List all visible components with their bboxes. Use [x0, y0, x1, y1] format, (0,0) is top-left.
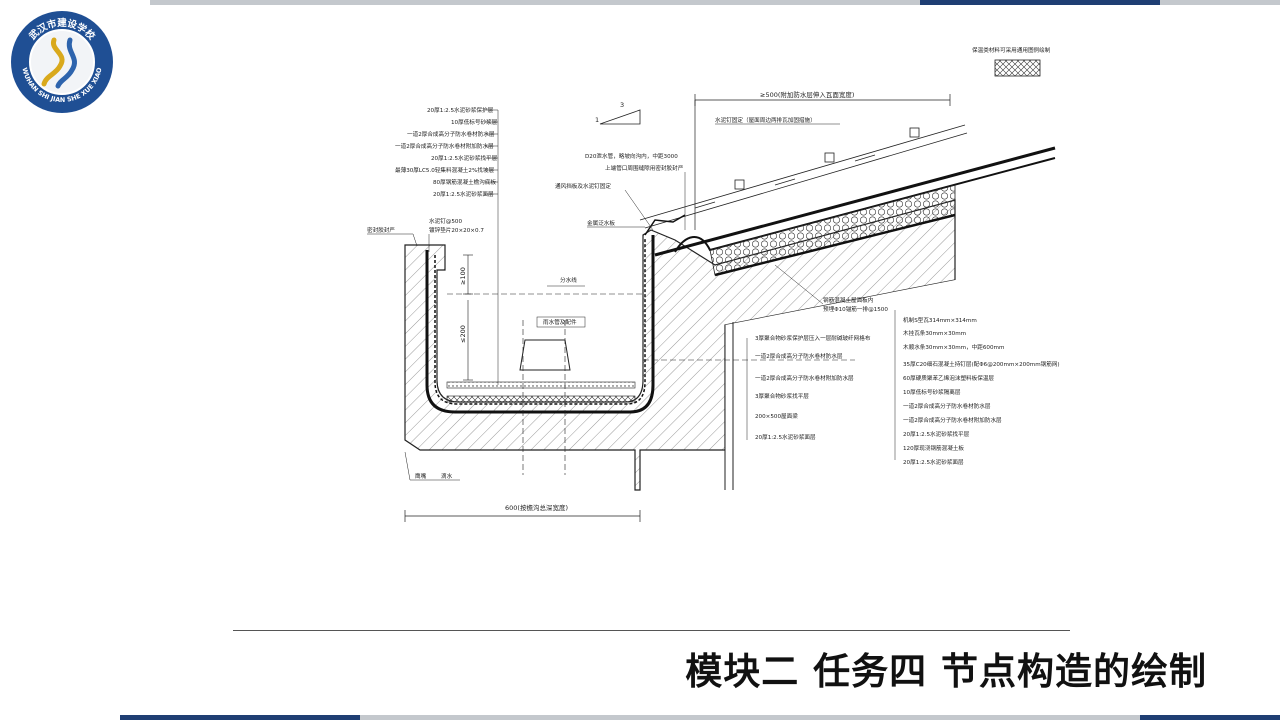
right-b-layer-5: 60厚硬质聚苯乙烯泡沫塑料板保温层 — [903, 374, 994, 382]
insulation-legend-swatch — [994, 59, 1041, 77]
callout-outlet: 雨水管及配件 — [543, 318, 577, 326]
callout-flashing: 金属泛水板 — [587, 219, 615, 227]
callout-sealant: 密封胶封严 — [367, 226, 395, 234]
right-b-layer-7: 一道2厚合成高分子防水卷材防水层 — [903, 402, 991, 410]
right-b-layer-10: 120厚现浇钢筋混凝土板 — [903, 444, 964, 452]
bottom-stripe-navy — [120, 715, 360, 720]
callout-nail: 水泥钉@500 — [429, 217, 462, 225]
right-b-layer-2: 木挂瓦条30mm×30mm — [903, 329, 966, 337]
right-a-layer-4: 3厚聚合物砂浆找平层 — [755, 392, 809, 400]
right-b-layer-8: 一道2厚合成高分子防水卷材附加防水层 — [903, 416, 1002, 424]
right-b-layer-3: 木顺水条30mm×30mm，中距600mm — [903, 343, 1004, 351]
right-a-layer-5: 200×500屋面梁 — [755, 412, 798, 420]
title-divider — [233, 630, 1070, 631]
callout-drip: 鹰嘴 — [415, 472, 427, 480]
right-b-layer-9: 20厚1:2.5水泥砂浆找平层 — [903, 430, 970, 438]
right-b-layer-1: 机制S型瓦314mm×314mm — [903, 316, 977, 324]
right-b-layer-4: 35厚C20细石混凝土持钉层(配Φ6@200mm×200mm钢筋网) — [903, 360, 1060, 368]
left-layer-1: 20厚1:2.5水泥砂浆保护层 — [427, 106, 494, 114]
bottom-stripe-grey — [360, 715, 1140, 720]
top-stripe-grey-right — [1160, 0, 1280, 5]
top-right-note: 保温类材料可采用通用图例绘制 — [972, 46, 1051, 54]
rainwater-outlet — [519, 339, 571, 371]
slide-title: 模块二 任务四 节点构造的绘制 — [685, 650, 1207, 693]
left-layer-5: 20厚1:2.5水泥砂浆找平层 — [431, 154, 498, 162]
right-a-layer-1: 3厚聚合物砂浆保护层压入一层耐碱玻纤网格布 — [755, 334, 871, 342]
slope-run: 3 — [620, 101, 624, 109]
right-a-layer-3: 一道2厚合成高分子防水卷材附加防水层 — [755, 374, 854, 382]
left-layer-7: 80厚钢筋混凝土檐沟底板 — [433, 178, 496, 186]
left-layer-4: 一道2厚合成高分子防水卷材附加防水层 — [395, 142, 494, 150]
left-layer-3: 一道2厚合成高分子防水卷材防水层 — [407, 130, 495, 138]
dim-top: ≥500(附加防水层伸入瓦面宽度) — [760, 90, 854, 99]
left-layer-8: 20厚1:2.5水泥砂浆面层 — [433, 190, 494, 198]
right-b-layer-6: 10厚低标号砂浆隔离层 — [903, 388, 961, 396]
callout-pipe: D20泄水管，略坡向沟内，中距3000 — [585, 152, 678, 160]
callout-vent: 通风挡板及水泥钉固定 — [555, 182, 611, 190]
left-layer-6: 最薄30厚LC5.0轻集料混凝土2%找坡层 — [395, 166, 494, 174]
right-a-layer-2: 一道2厚合成高分子防水卷材防水层 — [755, 352, 843, 360]
dim-h2: ≤200 — [459, 325, 467, 343]
callout-pipe-note: 上端管口周围缝隙用密封胶封严 — [605, 164, 684, 172]
dim-h1: ≥100 — [459, 267, 467, 285]
gutter-waterproof-layer — [425, 235, 655, 414]
top-stripe-navy — [920, 0, 1160, 5]
bottom-stripe-navy-right — [1140, 715, 1280, 720]
dim-bottom: 600(按檐沟总深宽度) — [505, 503, 568, 512]
callout-drip-2: 滴水 — [441, 472, 453, 480]
school-logo-icon: 武汉市建设学校 WUHAN SHI JIAN SHE XUE XIAO — [11, 11, 113, 113]
callout-embedded-2: 预埋Φ10锚筋一排@1500 — [823, 305, 888, 313]
callout-nail-fix: 水泥钉固定（屋面周边两排瓦加固措施） — [715, 116, 816, 124]
right-b-layer-11: 20厚1:2.5水泥砂浆面层 — [903, 458, 964, 466]
callout-gasket: 镀锌垫片20×20×0.7 — [429, 226, 484, 234]
roof-tiles — [639, 124, 968, 229]
gutter-concrete-body — [404, 199, 956, 491]
callout-embedded: 钢筋混凝土屋面板内 — [823, 296, 874, 304]
right-a-layer-6: 20厚1:2.5水泥砂浆面层 — [755, 433, 816, 441]
left-layer-2: 10厚低标号砂浆层 — [451, 118, 498, 126]
eave-gutter-detail-drawing: 保温类材料可采用通用图例绘制 1 3 — [367, 46, 1075, 522]
top-stripe-grey — [150, 0, 920, 5]
callout-watershed: 分水线 — [560, 276, 577, 284]
slope-rise: 1 — [595, 116, 599, 124]
metal-flashing — [644, 214, 686, 236]
slope-indicator: 1 3 — [595, 101, 641, 125]
